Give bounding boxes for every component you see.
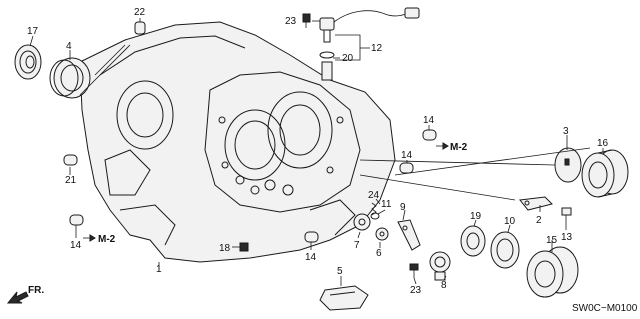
callout-23-bottom: 23 xyxy=(410,285,422,296)
oil-seal-10 xyxy=(490,231,520,269)
bearing-4 xyxy=(49,57,91,99)
ref-m2-left: M-2 xyxy=(98,234,116,245)
oil-seal-19 xyxy=(460,225,486,257)
gear-6 xyxy=(375,227,389,241)
gear-7 xyxy=(353,213,371,231)
washer-24 xyxy=(370,212,380,220)
diagram-code: SW0C−M0100 xyxy=(572,303,638,314)
dowel-pin-14-lower xyxy=(304,231,319,243)
dowel-pin-21 xyxy=(63,154,78,166)
callout-14-lower: 14 xyxy=(305,252,317,263)
callout-13: 13 xyxy=(561,232,573,243)
callout-7: 7 xyxy=(354,240,360,251)
dowel-pin-22 xyxy=(134,21,146,35)
dowel-pin-14-upper xyxy=(422,129,437,141)
callout-labels: 1 2 3 4 5 6 7 8 9 10 11 12 13 14 14 14 1… xyxy=(27,7,609,296)
callout-22: 22 xyxy=(134,7,146,18)
callout-4: 4 xyxy=(66,41,72,52)
speed-sensor xyxy=(319,7,420,81)
callout-23-top: 23 xyxy=(285,16,297,27)
cover-5 xyxy=(319,285,369,311)
callout-17: 17 xyxy=(27,26,39,37)
magnet-3 xyxy=(554,147,582,183)
ref-m2-right: M-2 xyxy=(450,142,468,153)
bolt-23-bottom xyxy=(409,263,419,278)
callout-3: 3 xyxy=(563,126,569,137)
oil-seal-17 xyxy=(14,44,42,80)
callout-8: 8 xyxy=(441,280,447,291)
callout-14-mid: 14 xyxy=(401,150,413,161)
callout-21: 21 xyxy=(65,175,77,186)
callout-11: 11 xyxy=(381,199,392,210)
callout-15: 15 xyxy=(546,235,558,246)
callout-14-upper: 14 xyxy=(423,115,435,126)
bolt-18 xyxy=(239,242,249,252)
callout-20: 20 xyxy=(342,53,354,64)
callout-2: 2 xyxy=(536,215,542,226)
callout-9: 9 xyxy=(400,202,406,213)
leader-lines xyxy=(29,18,604,286)
callout-12: 12 xyxy=(371,43,383,54)
dowel-pin-14-left xyxy=(69,214,84,226)
bracket-9 xyxy=(397,219,421,251)
roller-bearing-16 xyxy=(581,149,629,198)
callout-1: 1 xyxy=(156,264,162,275)
callout-5: 5 xyxy=(337,266,343,277)
set-plate-2 xyxy=(519,196,553,211)
front-arrow-icon xyxy=(6,291,29,304)
callout-16: 16 xyxy=(597,138,609,149)
gear-8 xyxy=(429,251,451,281)
callout-6: 6 xyxy=(376,248,382,259)
dowel-pin-14-mid xyxy=(399,162,414,174)
callout-14-left: 14 xyxy=(70,240,82,251)
ball-bearing-15 xyxy=(526,246,579,298)
bolt-23-top xyxy=(302,13,311,28)
callout-19: 19 xyxy=(470,211,482,222)
callout-24: 24 xyxy=(368,190,380,201)
clutch-housing xyxy=(79,21,396,263)
callout-10: 10 xyxy=(504,216,516,227)
bolt-13 xyxy=(561,207,572,224)
front-label: FR. xyxy=(28,285,44,296)
callout-18: 18 xyxy=(219,243,231,254)
